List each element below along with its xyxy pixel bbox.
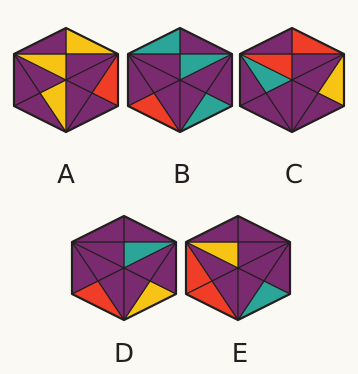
cube-c-label: C bbox=[285, 160, 303, 190]
cube-a-label: A bbox=[57, 160, 75, 190]
cube-d-label: D bbox=[114, 339, 134, 369]
cube-e-label: E bbox=[232, 339, 248, 369]
cube-b-label: B bbox=[173, 160, 191, 190]
